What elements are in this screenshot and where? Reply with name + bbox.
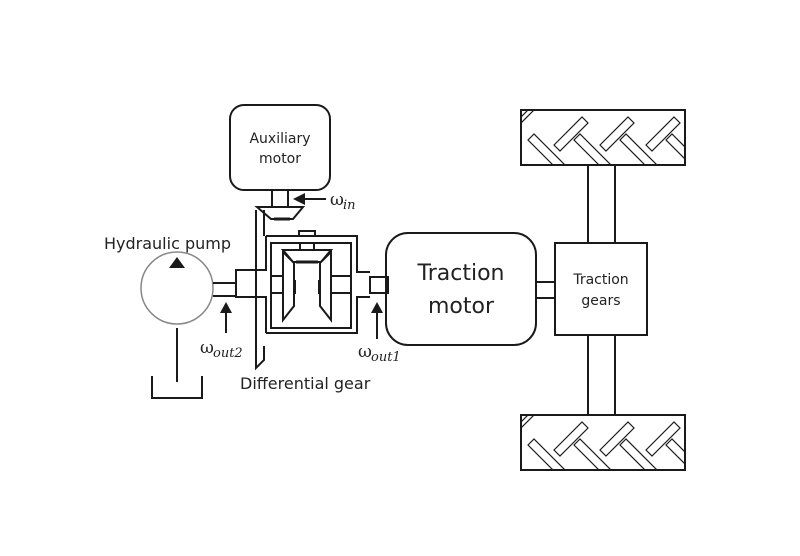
- pump-direction-triangle-icon: [169, 257, 185, 268]
- hydraulic-pump: Hydraulic pump: [104, 234, 236, 399]
- auxiliary-motor-shaft: [271, 190, 289, 207]
- omega-out1-subscript: out1: [371, 350, 401, 365]
- differential-gear: Differential gear: [235, 210, 389, 393]
- arrow-up-icon: [220, 302, 232, 313]
- tread-pattern-bottom: [521, 415, 685, 470]
- omega-out1-symbol: ω: [358, 342, 372, 362]
- traction-gears-label-2: gears: [581, 293, 620, 309]
- hydraulic-pump-label: Hydraulic pump: [104, 234, 231, 253]
- omega-in-subscript: in: [343, 198, 356, 213]
- omega-in-symbol: ω: [330, 190, 344, 210]
- auxiliary-motor-label-2: motor: [259, 151, 301, 167]
- traction-gears: Traction gears: [554, 242, 648, 336]
- auxiliary-motor-label-1: Auxiliary: [249, 131, 310, 147]
- arrow-left-icon: [293, 193, 305, 205]
- traction-motor-label-2: motor: [428, 294, 495, 319]
- omega-in-indicator: ω in: [293, 190, 356, 213]
- traction-motor: Traction motor: [385, 232, 537, 346]
- omega-out2-symbol: ω: [200, 338, 214, 358]
- omega-out1-indicator: ω out1: [358, 302, 401, 365]
- reservoir-tank: [151, 376, 203, 399]
- auxiliary-motor: Auxiliary motor: [229, 104, 331, 191]
- omega-out2-indicator: ω out2: [200, 302, 243, 361]
- wheel-top: [520, 109, 686, 166]
- axle: [587, 165, 616, 415]
- wheel-bottom: [520, 414, 686, 471]
- traction-gears-label-1: Traction: [572, 272, 628, 288]
- pump-circle: [140, 251, 214, 325]
- traction-shaft: [536, 281, 555, 299]
- arrow-up-icon: [371, 302, 383, 313]
- omega-out2-subscript: out2: [213, 346, 243, 361]
- traction-motor-label-1: Traction: [417, 261, 505, 286]
- input-bevel-gear: [254, 206, 306, 221]
- differential-gear-label: Differential gear: [240, 374, 371, 393]
- tread-pattern-top: [521, 110, 685, 165]
